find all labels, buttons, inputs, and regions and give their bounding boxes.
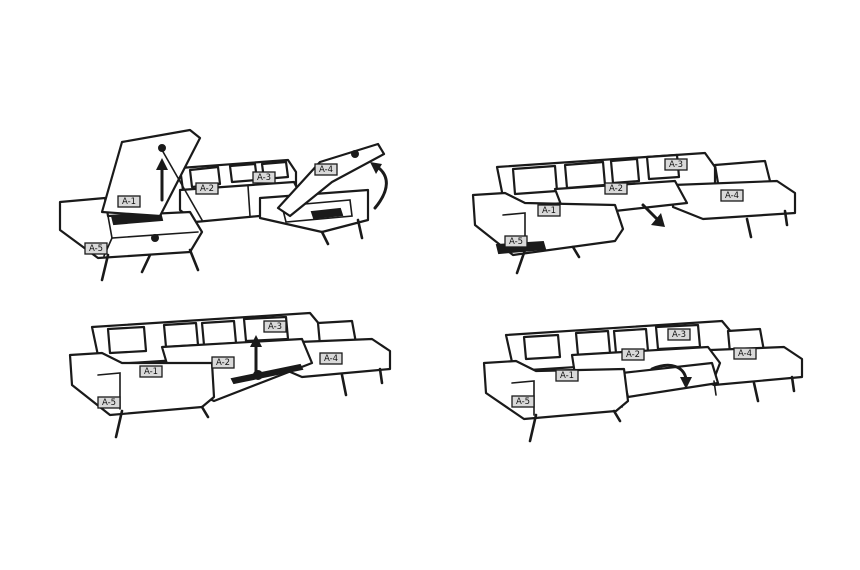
back-cushion — [563, 160, 607, 190]
svg-text:A-1: A-1 — [144, 367, 158, 377]
svg-text:A-1: A-1 — [542, 206, 556, 216]
svg-text:A-3: A-3 — [669, 160, 683, 170]
label-a1: A-1 — [537, 204, 561, 217]
svg-text:A-5: A-5 — [516, 397, 530, 407]
svg-text:A-1: A-1 — [122, 197, 136, 207]
svg-text:A-4: A-4 — [738, 349, 752, 359]
unit-a1-lid — [100, 128, 202, 218]
svg-text:A-3: A-3 — [672, 330, 686, 340]
label-a1: A-1 — [139, 365, 163, 378]
svg-text:A-1: A-1 — [560, 371, 574, 381]
label-a3: A-3 — [664, 158, 688, 171]
back-cushion — [522, 333, 562, 361]
back-cushion — [200, 319, 238, 347]
svg-text:A-3: A-3 — [268, 322, 282, 332]
label-a2: A-2 — [211, 356, 235, 369]
label-a5: A-5 — [511, 395, 535, 408]
svg-text:A-4: A-4 — [725, 191, 739, 201]
svg-text:A-2: A-2 — [609, 184, 623, 194]
label-a1: A-1 — [555, 369, 579, 382]
svg-text:A-5: A-5 — [509, 237, 523, 247]
svg-text:A-5: A-5 — [102, 398, 116, 408]
svg-text:A-4: A-4 — [324, 354, 338, 364]
label-a4: A-4 — [733, 347, 757, 360]
back-cushion — [609, 157, 641, 185]
label-a3: A-3 — [667, 328, 691, 341]
label-a2: A-2 — [195, 182, 219, 195]
label-a3: A-3 — [263, 320, 287, 333]
svg-text:A-2: A-2 — [200, 184, 214, 194]
unit-a1 — [68, 351, 216, 417]
label-a5: A-5 — [504, 235, 528, 248]
chaise-a4-lid — [276, 142, 386, 218]
label-a1: A-1 — [117, 195, 141, 208]
label-a2: A-2 — [604, 182, 628, 195]
label-a5: A-5 — [97, 396, 121, 409]
svg-text:A-4: A-4 — [319, 165, 333, 175]
back-cushion — [162, 321, 200, 349]
label-a4: A-4 — [720, 189, 744, 202]
step-2-pull-out: A-1 A-2 A-3 A-4 A-5 — [471, 151, 797, 275]
svg-text:A-2: A-2 — [216, 358, 230, 368]
label-a2: A-2 — [621, 348, 645, 361]
label-a3: A-3 — [252, 171, 276, 184]
back-cushion — [511, 164, 559, 196]
back-cushion — [188, 165, 222, 189]
label-a5: A-5 — [84, 242, 108, 255]
svg-text:A-3: A-3 — [257, 173, 271, 183]
label-a4: A-4 — [314, 163, 338, 176]
svg-text:A-2: A-2 — [626, 350, 640, 360]
step-4-unfold-bed: A-1 A-2 A-3 A-4 A-5 — [482, 319, 804, 443]
svg-text:A-5: A-5 — [89, 244, 103, 254]
step-1-storage-open: A-1 A-2 A-3 A-4 A-5 — [58, 128, 388, 282]
back-cushion — [574, 329, 612, 357]
label-a4: A-4 — [319, 352, 343, 365]
back-cushion — [106, 325, 148, 355]
step-3-raise-backrest: A-1 A-2 A-3 A-4 A-5 — [68, 311, 392, 439]
